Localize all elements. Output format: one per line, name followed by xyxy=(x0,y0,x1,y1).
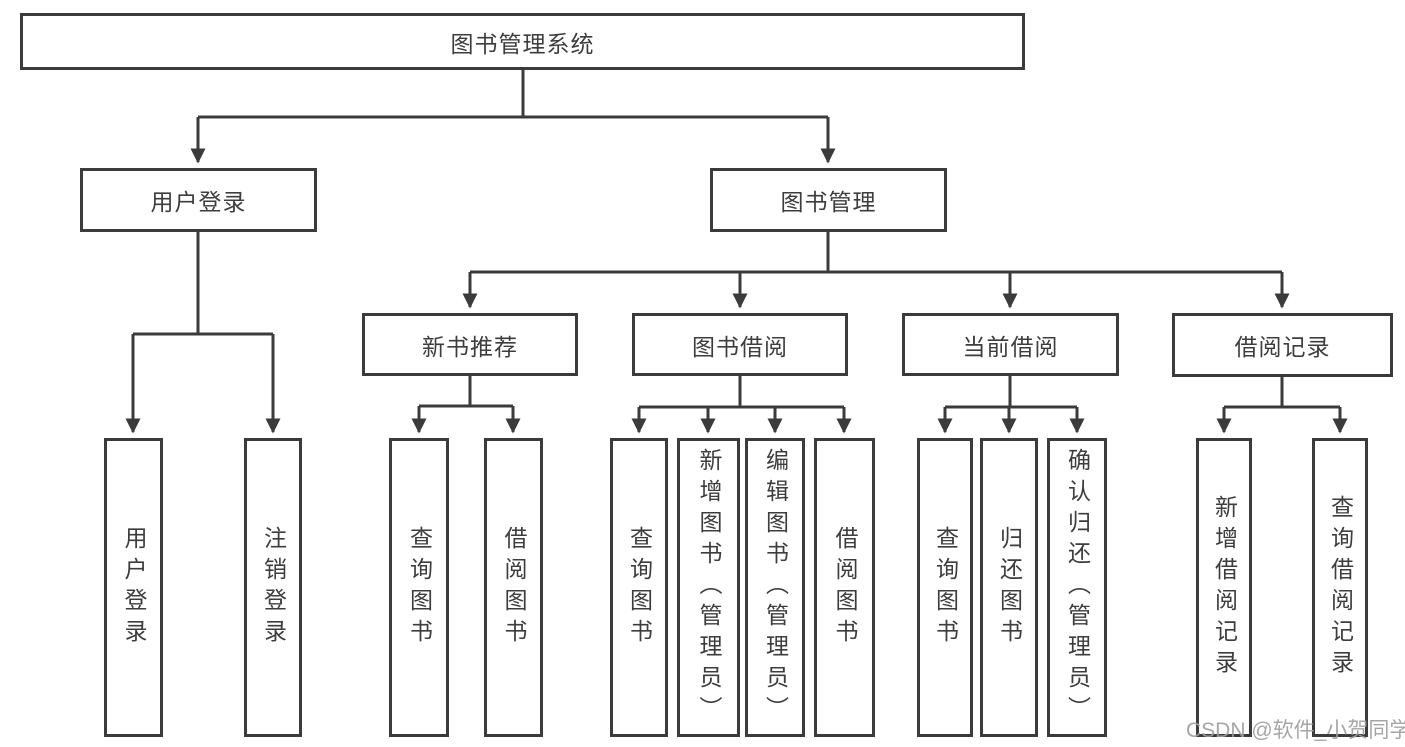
leaf-edit-book-admin: 编辑图书（管理员） xyxy=(745,438,805,737)
node-root: 图书管理系统 xyxy=(20,13,1025,70)
leaf-query-borrow-record-label: 查询借阅记录 xyxy=(1327,494,1354,681)
node-new-book-recommend: 新书推荐 xyxy=(362,313,578,376)
leaf-logout-label: 注销登录 xyxy=(260,525,287,650)
leaf-query-borrow-record: 查询借阅记录 xyxy=(1312,438,1368,737)
leaf-borrow-books: 借阅图书 xyxy=(814,438,875,737)
leaf-logout: 注销登录 xyxy=(244,438,302,737)
node-book-management-label: 图书管理 xyxy=(780,189,877,215)
leaf-query-books-borrow-label: 查询图书 xyxy=(626,525,653,650)
leaf-return-book-label: 归还图书 xyxy=(996,525,1023,650)
leaf-add-borrow-record-label: 新增借阅记录 xyxy=(1211,494,1238,681)
node-user-login-label: 用户登录 xyxy=(150,189,247,215)
leaf-add-book-admin: 新增图书（管理员） xyxy=(677,438,740,737)
leaf-add-borrow-record: 新增借阅记录 xyxy=(1196,438,1252,737)
node-current-borrow-label: 当前借阅 xyxy=(962,333,1059,360)
node-root-label: 图书管理系统 xyxy=(450,30,595,57)
leaf-query-books-current-label: 查询图书 xyxy=(932,525,959,650)
leaf-user-login: 用户登录 xyxy=(104,438,163,737)
node-current-borrow: 当前借阅 xyxy=(902,313,1119,376)
node-book-management: 图书管理 xyxy=(710,168,947,232)
leaf-query-books-recommend-label: 查询图书 xyxy=(406,525,433,650)
leaf-return-book: 归还图书 xyxy=(980,438,1038,737)
node-borrow-records: 借阅记录 xyxy=(1172,313,1393,377)
node-book-borrow: 图书借阅 xyxy=(632,313,848,376)
leaf-query-books-recommend: 查询图书 xyxy=(389,438,449,737)
leaf-add-book-admin-label: 新增图书（管理员） xyxy=(696,448,722,727)
leaf-user-login-label: 用户登录 xyxy=(121,525,147,650)
leaf-query-books-borrow: 查询图书 xyxy=(610,438,668,737)
leaf-borrow-books-recommend-label: 借阅图书 xyxy=(501,525,527,650)
csdn-watermark: CSDN @软件_小贺同学 xyxy=(1186,719,1405,742)
node-borrow-records-label: 借阅记录 xyxy=(1234,334,1331,360)
leaf-borrow-books-label: 借阅图书 xyxy=(832,525,858,650)
leaf-edit-book-admin-label: 编辑图书（管理员） xyxy=(762,448,789,727)
node-new-book-recommend-label: 新书推荐 xyxy=(422,333,518,360)
leaf-confirm-return-admin: 确认归还（管理员） xyxy=(1047,438,1107,737)
node-user-login: 用户登录 xyxy=(80,168,317,232)
node-book-borrow-label: 图书借阅 xyxy=(692,333,788,360)
leaf-query-books-current: 查询图书 xyxy=(917,438,973,737)
leaf-confirm-return-admin-label: 确认归还（管理员） xyxy=(1064,448,1091,727)
leaf-borrow-books-recommend: 借阅图书 xyxy=(484,438,543,737)
